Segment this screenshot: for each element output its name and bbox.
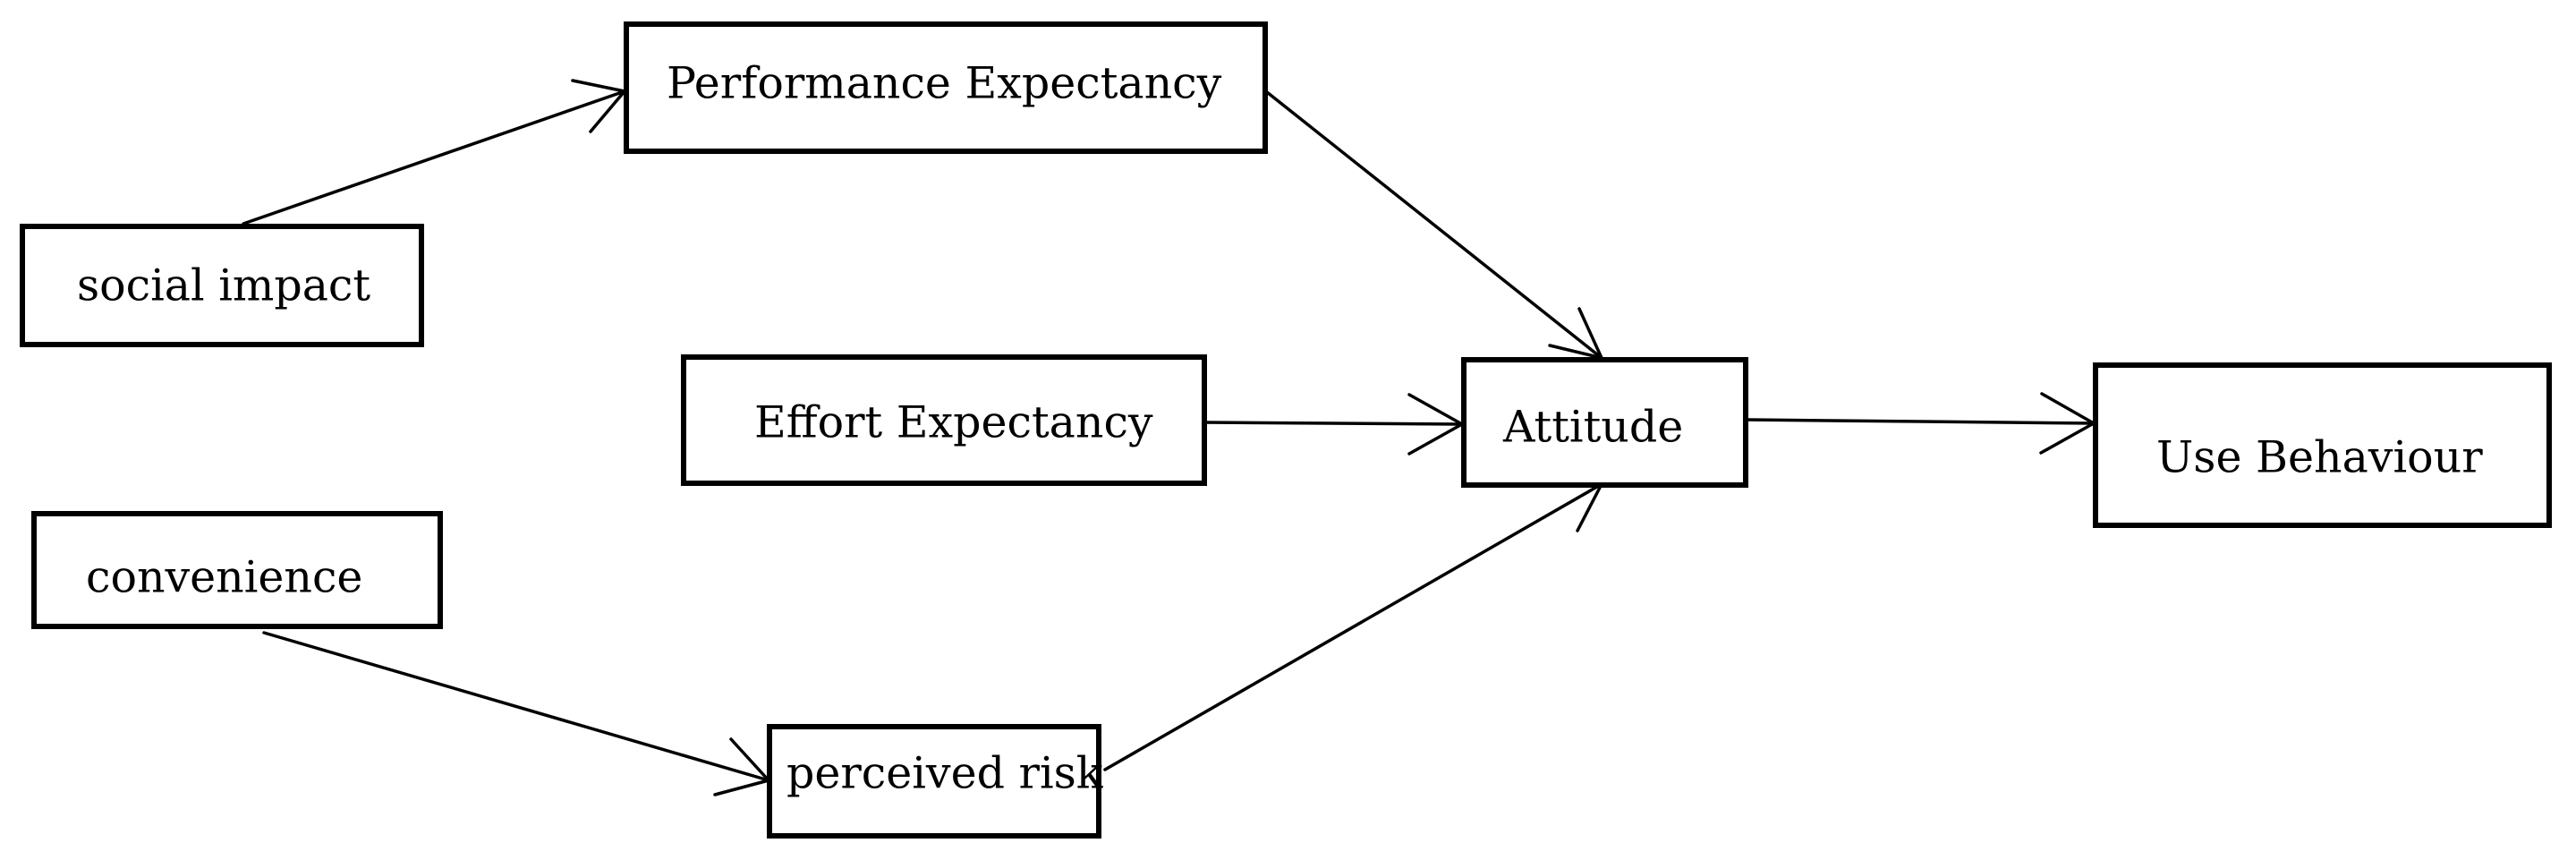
edge-performance-expectancy-to-attitude bbox=[1265, 90, 1603, 360]
node-performance-expectancy: Performance Expectancy bbox=[624, 21, 1268, 154]
node-use-behaviour-label: Use Behaviour bbox=[2156, 432, 2483, 483]
node-use-behaviour: Use Behaviour bbox=[2093, 362, 2552, 528]
node-social-impact: social impact bbox=[20, 224, 424, 347]
node-convenience-label: convenience bbox=[86, 552, 362, 603]
edge-social-impact-to-performance-expectancy bbox=[242, 79, 626, 226]
node-effort-expectancy: Effort Expectancy bbox=[681, 354, 1207, 486]
edge-convenience-to-perceived-risk bbox=[262, 631, 770, 796]
edge-attitude-to-use-behaviour bbox=[1746, 392, 2096, 455]
edge-effort-expectancy-to-attitude bbox=[1203, 393, 1464, 456]
node-convenience: convenience bbox=[31, 511, 443, 629]
node-attitude: Attitude bbox=[1461, 357, 1748, 488]
edge-perceived-risk-to-attitude bbox=[1103, 482, 1603, 771]
node-performance-expectancy-label: Performance Expectancy bbox=[667, 58, 1222, 109]
node-perceived-risk-label: perceived risk bbox=[786, 748, 1104, 799]
node-perceived-risk: perceived risk bbox=[767, 724, 1104, 839]
node-effort-expectancy-label: Effort Expectancy bbox=[754, 397, 1153, 448]
node-social-impact-label: social impact bbox=[77, 260, 370, 311]
node-attitude-label: Attitude bbox=[1502, 402, 1683, 453]
